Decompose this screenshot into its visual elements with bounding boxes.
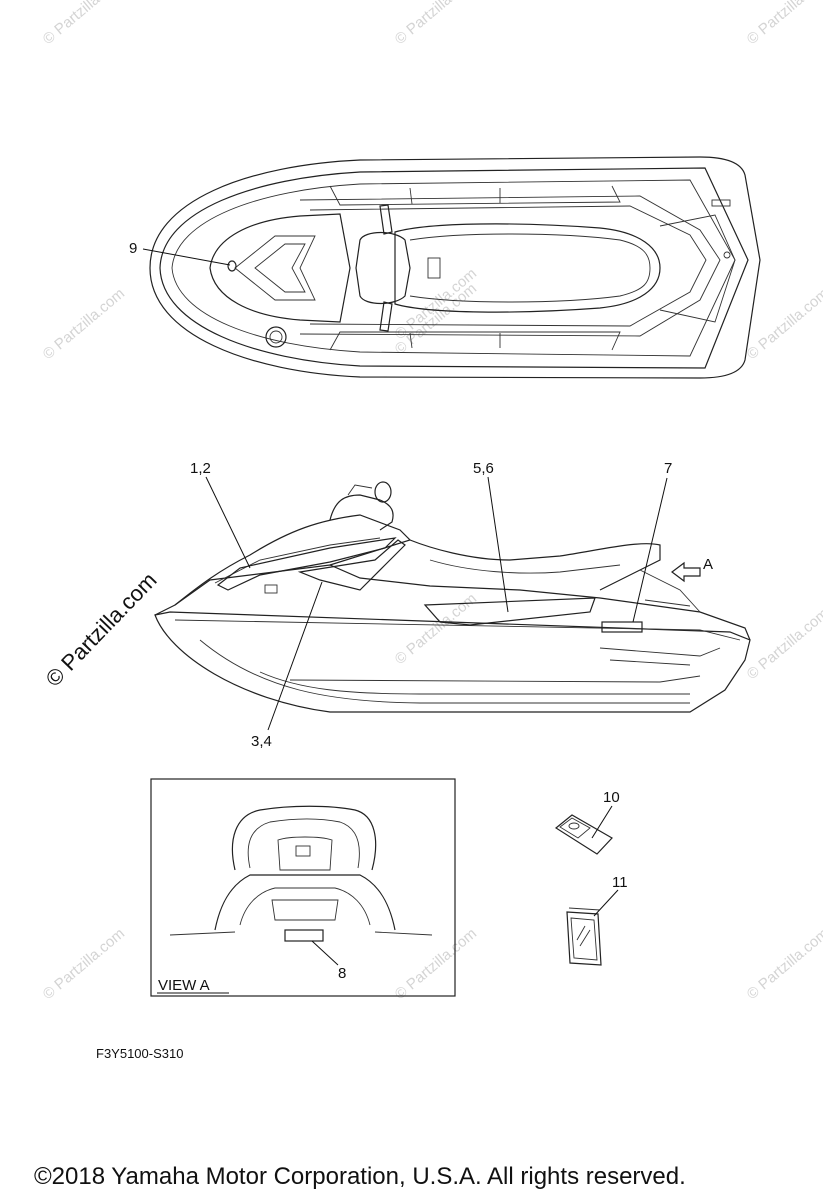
top-view-watercraft (149, 156, 761, 379)
leader-line (487, 476, 509, 613)
part-11-decal (566, 907, 602, 966)
callout-label: A (703, 556, 713, 573)
callout-label: 1,2 (190, 460, 211, 477)
watermark: © Partzilla.com (392, 590, 480, 668)
callout-label: 5,6 (473, 460, 494, 477)
watermark-layer: © Partzilla.com © Partzilla.com © Partzi… (40, 0, 823, 1003)
leader-line (205, 476, 251, 569)
watermark: © Partzilla.com (744, 925, 823, 1003)
leader-line (311, 940, 339, 966)
callout-label: 9 (129, 240, 137, 257)
leader-line (632, 477, 668, 623)
arrow-a-icon (671, 561, 701, 583)
watermark: © Partzilla.com (392, 925, 480, 1003)
watermark: © Partzilla.com (40, 285, 128, 363)
part-10-decal (554, 814, 613, 855)
watermark: © Partzilla.com (392, 0, 480, 48)
watermark-large: © Partzilla.com (41, 567, 162, 691)
watermark: © Partzilla.com (744, 0, 823, 48)
watermark: © Partzilla.com (744, 605, 823, 683)
callout-label: 10 (603, 789, 620, 806)
leader-line (591, 805, 613, 839)
leader-line (142, 248, 231, 266)
diagram-code: F3Y5100-S310 (96, 1046, 184, 1061)
watermark: © Partzilla.com (744, 285, 823, 363)
leader-line (593, 889, 619, 917)
callout-label: 7 (664, 460, 672, 477)
callout-label: 3,4 (251, 733, 272, 750)
watermark: © Partzilla.com (40, 0, 128, 48)
watermark: © Partzilla.com (40, 925, 128, 1003)
view-a-label: VIEW A (158, 977, 210, 994)
view-a-box (150, 778, 456, 997)
side-view-watercraft (154, 481, 751, 713)
callout-label: 11 (612, 874, 628, 891)
callout-label: 8 (338, 965, 346, 982)
copyright-notice: ©2018 Yamaha Motor Corporation, U.S.A. A… (34, 1163, 686, 1190)
leader-line (267, 581, 323, 731)
